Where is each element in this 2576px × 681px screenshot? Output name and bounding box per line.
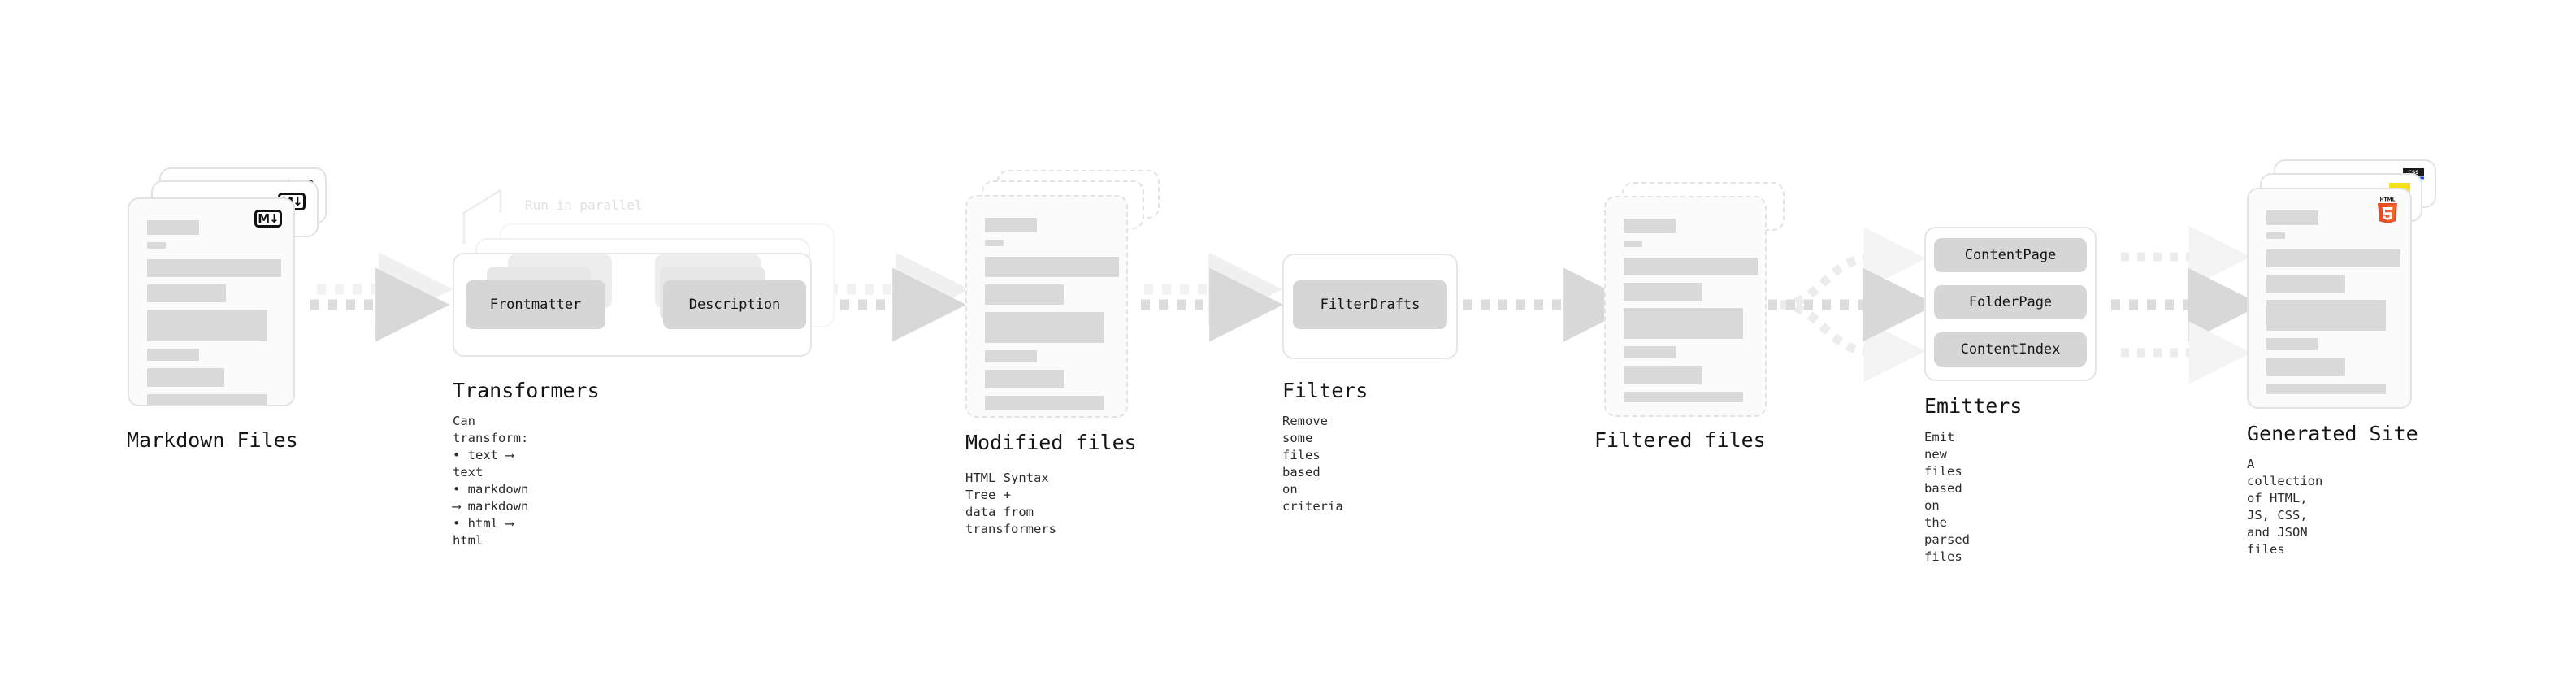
- content-bar: [985, 284, 1064, 305]
- filters-subtitle: Remove some files based on criteria: [1282, 414, 1343, 514]
- emitter-pill-contentindex[interactable]: ContentIndex: [1934, 332, 2087, 367]
- content-bar: [985, 218, 1037, 232]
- markdown-card-front[interactable]: M↓: [128, 197, 295, 406]
- emitters-title: Emitters: [1924, 394, 2023, 418]
- content-bar: [2266, 210, 2318, 225]
- site-card-body: [2249, 189, 2410, 407]
- run-in-parallel-bracket: [462, 188, 502, 244]
- html5-icon-glyph: HTML: [2378, 197, 2397, 223]
- html5-icon: HTML: [2375, 196, 2400, 223]
- content-bar: [985, 257, 1119, 277]
- content-bar: [1624, 392, 1743, 402]
- content-bar: [147, 242, 166, 249]
- content-bar: [2266, 300, 2386, 331]
- content-bar: [985, 240, 1004, 246]
- emitter-pill-contentpage[interactable]: ContentPage: [1934, 238, 2087, 272]
- markdown-icon: M↓: [254, 210, 282, 228]
- content-bar: [985, 370, 1064, 388]
- transformer-pill-frontmatter[interactable]: Frontmatter: [466, 280, 605, 329]
- connector-filtered-to-emitters: [1768, 227, 1937, 383]
- content-bar: [2266, 358, 2345, 376]
- markdown-card-body: [129, 199, 293, 405]
- content-bar: [1624, 308, 1743, 339]
- filtered-files-title: Filtered files: [1594, 428, 1766, 452]
- content-bar: [1624, 219, 1676, 233]
- filtered-card-front[interactable]: [1604, 196, 1767, 417]
- content-bar: [985, 396, 1104, 410]
- emitter-pill-folderpage[interactable]: FolderPage: [1934, 285, 2087, 319]
- content-bar: [1624, 241, 1642, 247]
- content-bar: [147, 368, 224, 387]
- content-bar: [1624, 283, 1702, 301]
- connector-markdown-to-transformers: [310, 252, 453, 342]
- content-bar: [147, 349, 199, 361]
- content-bar: [2266, 249, 2400, 267]
- content-bar: [1624, 258, 1758, 275]
- site-card-front[interactable]: HTML: [2247, 188, 2412, 409]
- content-bar: [1624, 366, 1702, 384]
- filtered-card-body: [1606, 197, 1765, 415]
- content-bar: [2266, 275, 2345, 293]
- content-bar: [147, 310, 267, 341]
- modified-files-subtitle: HTML Syntax Tree + data from transformer…: [965, 471, 1056, 536]
- content-bar: [2266, 232, 2285, 239]
- connector-modified-to-filters: [1141, 252, 1284, 342]
- filters-title: Filters: [1282, 379, 1368, 402]
- content-bar: [147, 394, 267, 405]
- content-bar: [985, 350, 1037, 362]
- generated-site-title: Generated Site: [2247, 422, 2418, 445]
- connector-emitters-to-site: [2111, 225, 2262, 384]
- content-bar: [147, 220, 199, 235]
- emitters-subtitle: Emit new files based on the parsed files: [1924, 430, 1970, 564]
- content-bar: [1624, 346, 1676, 358]
- modified-card-body: [967, 197, 1126, 416]
- transformer-pill-description[interactable]: Description: [663, 280, 806, 329]
- svg-text:CSS: CSS: [2409, 170, 2419, 176]
- transformers-subtitle: Can transform: • text ⟶ text • markdown …: [453, 414, 529, 548]
- filter-pill-filterdrafts[interactable]: FilterDrafts: [1293, 280, 1447, 329]
- transformers-title: Transformers: [453, 379, 600, 402]
- content-bar: [2266, 384, 2386, 394]
- modified-files-title: Modified files: [965, 431, 1137, 454]
- content-bar: [2266, 338, 2318, 350]
- generated-site-subtitle: A collection of HTML, JS, CSS, and JSON …: [2247, 457, 2323, 557]
- content-bar: [985, 312, 1104, 343]
- content-bar: [147, 259, 281, 277]
- run-in-parallel-label: Run in parallel: [525, 197, 643, 213]
- content-bar: [147, 284, 226, 302]
- svg-text:HTML: HTML: [2380, 197, 2396, 202]
- markdown-files-title: Markdown Files: [127, 428, 298, 452]
- modified-card-front[interactable]: [965, 195, 1128, 418]
